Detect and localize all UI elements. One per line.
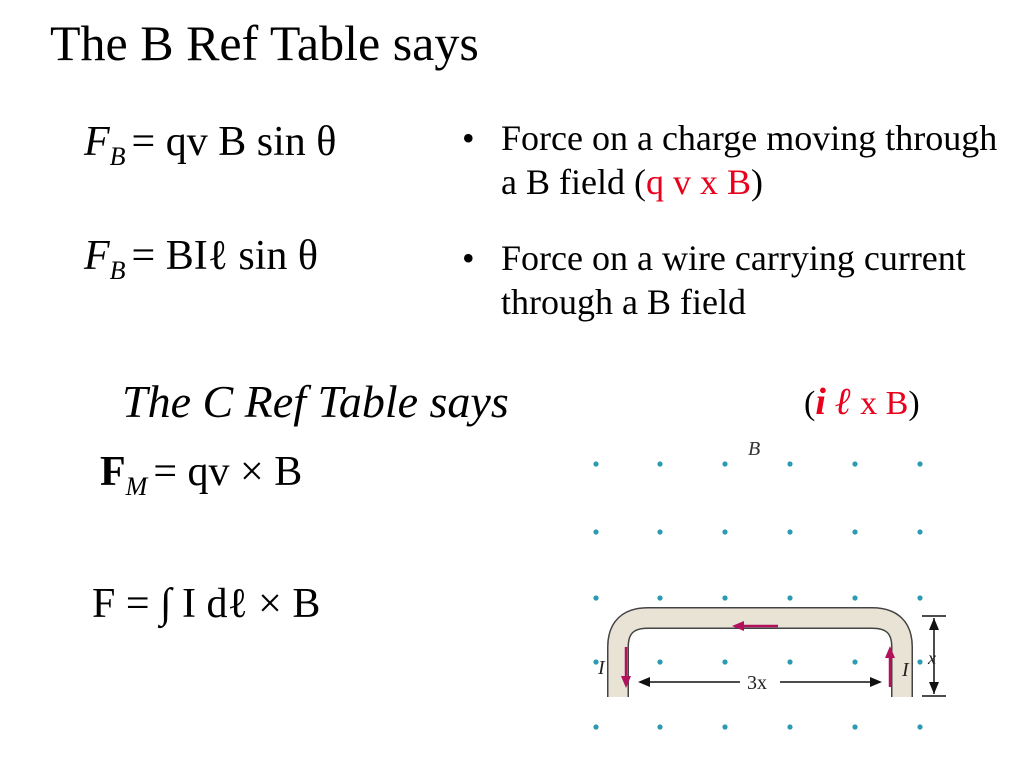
- equation-force-on-charge: FB= qv B sin θ: [84, 118, 336, 172]
- eq2-rhs: = BIℓ sin θ: [131, 233, 318, 279]
- field-dot: [657, 595, 663, 601]
- eq1-rhs: = qv B sin θ: [131, 119, 337, 165]
- field-dot: [917, 461, 923, 467]
- width-label: 3x: [747, 672, 767, 694]
- field-dot: [593, 724, 599, 730]
- wire-body: [608, 608, 912, 697]
- field-dot: [787, 724, 793, 730]
- field-dot: [787, 461, 793, 467]
- eq3-lhs: F: [100, 449, 126, 495]
- field-dot: [593, 461, 599, 467]
- field-dot: [917, 659, 923, 665]
- current-arrow-left: [621, 647, 631, 688]
- eq1-lhs: F: [84, 119, 110, 165]
- eq1-lhs-sub: B: [109, 142, 126, 171]
- width-dimension: [638, 677, 882, 687]
- eq2-lhs-sub: B: [109, 256, 126, 285]
- equation-force-on-wire: FB= BIℓ sin θ: [84, 232, 318, 286]
- field-dot: [657, 529, 663, 535]
- c-note-highlight: x B: [851, 385, 909, 422]
- field-dot: [917, 595, 923, 601]
- field-dot: [722, 659, 728, 665]
- field-label: B: [748, 438, 760, 460]
- field-dot: [657, 724, 663, 730]
- bullet1-highlight: q v x B: [645, 162, 751, 202]
- field-dot: [787, 529, 793, 535]
- current-label-right: I: [901, 659, 910, 681]
- field-dot: [722, 461, 728, 467]
- c-note-il: i ℓ: [815, 381, 852, 423]
- field-dot: [657, 659, 663, 665]
- c-note-open: (: [804, 385, 816, 422]
- current-label-left: I: [597, 657, 606, 679]
- current-arrow-right: [885, 646, 895, 687]
- field-dots: [593, 461, 923, 730]
- field-dot: [917, 724, 923, 730]
- page-title: The B Ref Table says: [50, 15, 479, 71]
- field-dot: [852, 595, 858, 601]
- field-dot: [787, 659, 793, 665]
- field-dot: [852, 529, 858, 535]
- c-note-close: ): [908, 385, 920, 422]
- eq3-rhs: = qv × B: [153, 449, 303, 495]
- field-dot: [657, 461, 663, 467]
- wire-loop-diagram: B I I 3x x: [593, 438, 946, 730]
- bullet-dot: •: [462, 238, 475, 278]
- c-note: (i ℓ x B): [804, 380, 920, 426]
- equation-magnetic-force-vector: FM= qv × B: [100, 448, 302, 502]
- field-dot: [787, 595, 793, 601]
- field-dot: [722, 595, 728, 601]
- height-label: x: [927, 648, 936, 668]
- field-dot: [593, 529, 599, 535]
- section-title-c-ref: The C Ref Table says: [122, 376, 509, 427]
- equation-force-integral: F = ∫ I dℓ × B: [92, 581, 321, 627]
- field-dot: [917, 529, 923, 535]
- current-arrow-top: [732, 621, 778, 631]
- bullet-dot: •: [462, 118, 475, 158]
- eq3-lhs-sub: M: [125, 472, 148, 501]
- height-dimension: [922, 615, 946, 697]
- bullet1-suffix: ): [750, 162, 763, 202]
- field-dot: [593, 595, 599, 601]
- field-dot: [722, 724, 728, 730]
- eq2-lhs: F: [84, 233, 110, 279]
- field-dot: [852, 461, 858, 467]
- bullet1-text: Force on a charge moving through a B fie…: [501, 118, 998, 202]
- field-dot: [852, 659, 858, 665]
- field-dot: [852, 724, 858, 730]
- field-dot: [722, 529, 728, 535]
- bullet2-text: Force on a wire carrying current through…: [501, 238, 966, 322]
- field-dot: [593, 659, 599, 665]
